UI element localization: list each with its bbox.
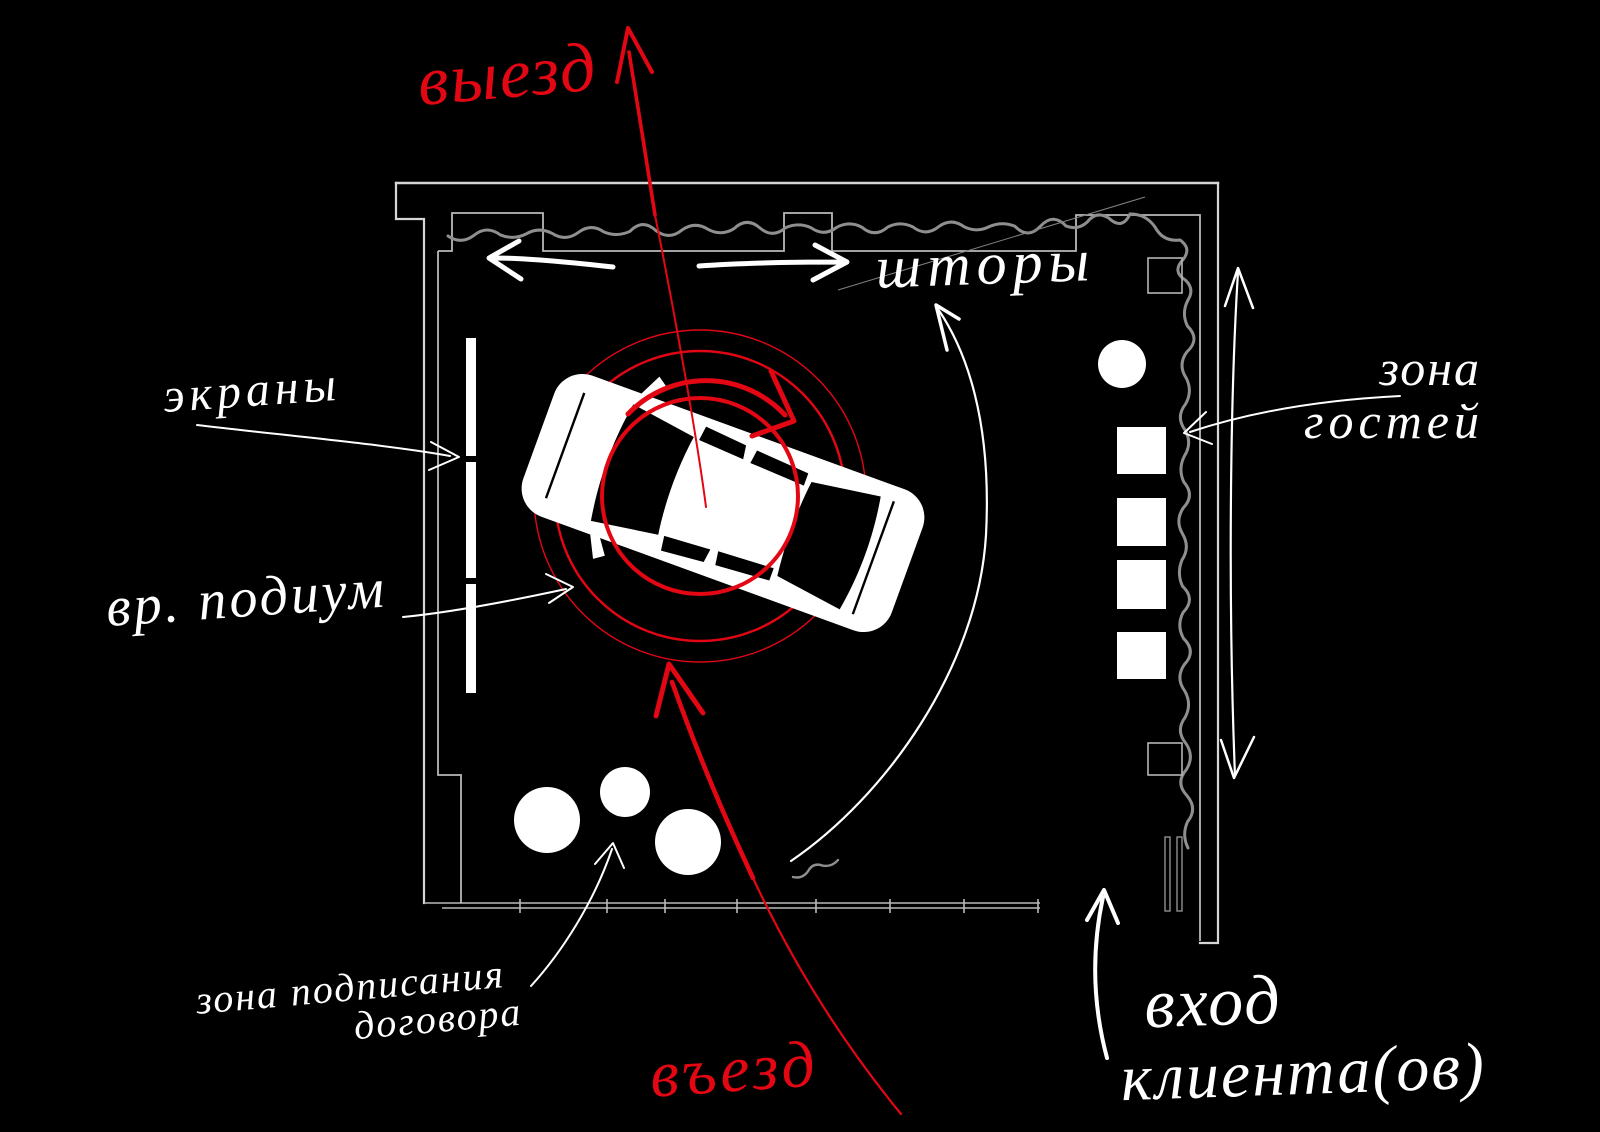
guest-seat-2 — [1117, 498, 1166, 546]
wall-inner — [438, 212, 1201, 941]
client-entrance-label-line2: клиента(ов) — [1120, 1030, 1487, 1116]
rotation-arrow-arc — [625, 378, 788, 418]
car-mirror-right — [590, 534, 605, 559]
car-rear-window — [777, 482, 881, 610]
screens-wall — [462, 248, 483, 795]
curtain-sweep-arrow-head — [934, 303, 961, 352]
guest-zone-span-arrow-head-bottom — [1219, 735, 1256, 780]
car-side-window-front-right — [660, 535, 711, 562]
signing-table-1 — [514, 787, 580, 853]
signing-table-3 — [655, 809, 721, 875]
side-table-bottom — [1147, 742, 1183, 776]
entrance-door-leaf-1 — [1164, 836, 1171, 912]
curtain-squiggle-corner — [1064, 212, 1193, 302]
curtain-slide-right-arrow — [696, 242, 850, 283]
entry-route-line-upper — [669, 679, 756, 881]
curtains-label: шторы — [875, 227, 1096, 301]
rotation-arrow-head — [749, 368, 797, 439]
turntable-overlay — [600, 368, 800, 596]
curtain-squiggle-right — [1177, 298, 1196, 850]
car-side-window-front-left — [699, 426, 747, 460]
route-arrows — [615, 26, 903, 1116]
signing-zone-leader-arrow — [530, 842, 625, 987]
car-top-view — [521, 373, 925, 633]
client-entrance-label: вход клиента(ов) — [1120, 962, 1487, 1116]
guest-zone-leader-arrow — [1183, 395, 1401, 445]
wall-bottom-rail — [424, 899, 1040, 913]
screen-column-top — [462, 248, 483, 338]
exit-route-line-upper — [627, 50, 657, 217]
wall-left-outer — [394, 181, 426, 905]
curtain-slide-left-arrow — [486, 238, 616, 282]
car-windshield — [590, 404, 694, 535]
screen-panel-2 — [466, 462, 476, 578]
walls — [394, 181, 1220, 945]
screens-label: экраны — [161, 358, 342, 423]
guest-seat-3 — [1117, 560, 1166, 609]
curtain-squiggle-end — [791, 858, 840, 879]
client-entrance-arrow — [1085, 888, 1120, 1060]
curtain-squiggle-top — [446, 217, 1068, 242]
exit-label: выезд — [415, 29, 601, 121]
wall-left-inner — [437, 251, 462, 903]
screens-leader-arrow — [196, 424, 460, 471]
guest-seat-1 — [1117, 427, 1166, 474]
annotation-arrows — [196, 238, 1401, 1060]
labels: выезд шторы экраны зона гостей вр. подиу… — [104, 29, 1487, 1116]
guest-zone-furniture — [1098, 257, 1183, 776]
guest-zone-span-arrow — [1229, 270, 1240, 778]
car-front-seam — [544, 392, 586, 499]
screen-panel-3 — [466, 584, 476, 693]
screen-panel-1 — [466, 338, 476, 456]
curtain-fold-line — [837, 196, 1146, 291]
side-table-top — [1147, 257, 1183, 294]
car-mirror-left — [641, 376, 667, 399]
curtain-sweep-arc — [789, 307, 988, 863]
car-rear-seam — [851, 500, 895, 615]
signing-zone-furniture — [514, 767, 721, 875]
turntable-circle-inner — [600, 396, 800, 596]
curtain-track — [446, 196, 1196, 879]
wall-right-outer — [1198, 181, 1220, 945]
guest-zone-span-arrow-head-top — [1223, 266, 1255, 310]
podium-label: вр. подиум — [104, 558, 389, 639]
guest-zone-label-line1: зона — [1378, 340, 1481, 396]
podium-leader-arrow — [402, 573, 574, 618]
guest-seat-4 — [1117, 632, 1166, 679]
signing-table-2 — [600, 767, 650, 817]
exit-arrow-head — [615, 26, 654, 84]
entry-arrow-head — [653, 661, 706, 719]
guest-zone-label-line2: гостей — [1304, 393, 1484, 449]
screen-column-bottom — [462, 703, 483, 795]
exit-route-line-lower — [654, 214, 707, 508]
entry-label: въезд — [648, 1027, 821, 1112]
guest-table-round — [1098, 340, 1146, 388]
signing-zone-label: зона подписания договора — [193, 951, 524, 1048]
car-side-window-rear-left — [750, 450, 809, 486]
client-entrance-label-line1: вход — [1143, 962, 1283, 1044]
entrance-door-leaf-2 — [1176, 836, 1183, 912]
entry-route-line-lower — [751, 876, 903, 1116]
